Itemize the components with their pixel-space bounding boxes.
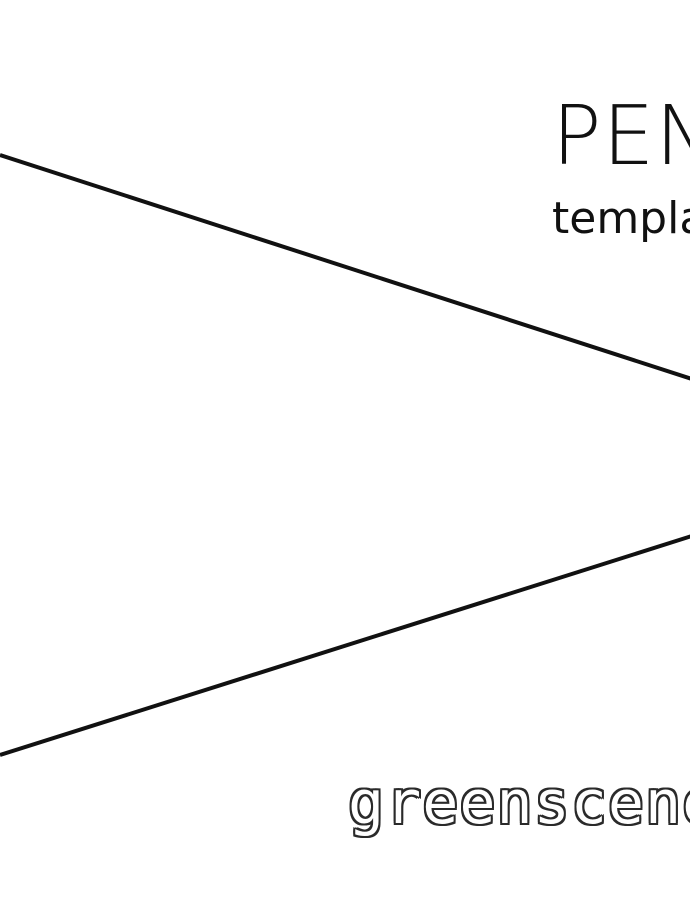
pennant-top-edge [0, 153, 690, 381]
brand-watermark: greenscene [348, 768, 690, 838]
pennant-bottom-edge [0, 534, 690, 757]
document-subtitle: templa [552, 193, 690, 244]
document-title: PEN [552, 89, 690, 184]
